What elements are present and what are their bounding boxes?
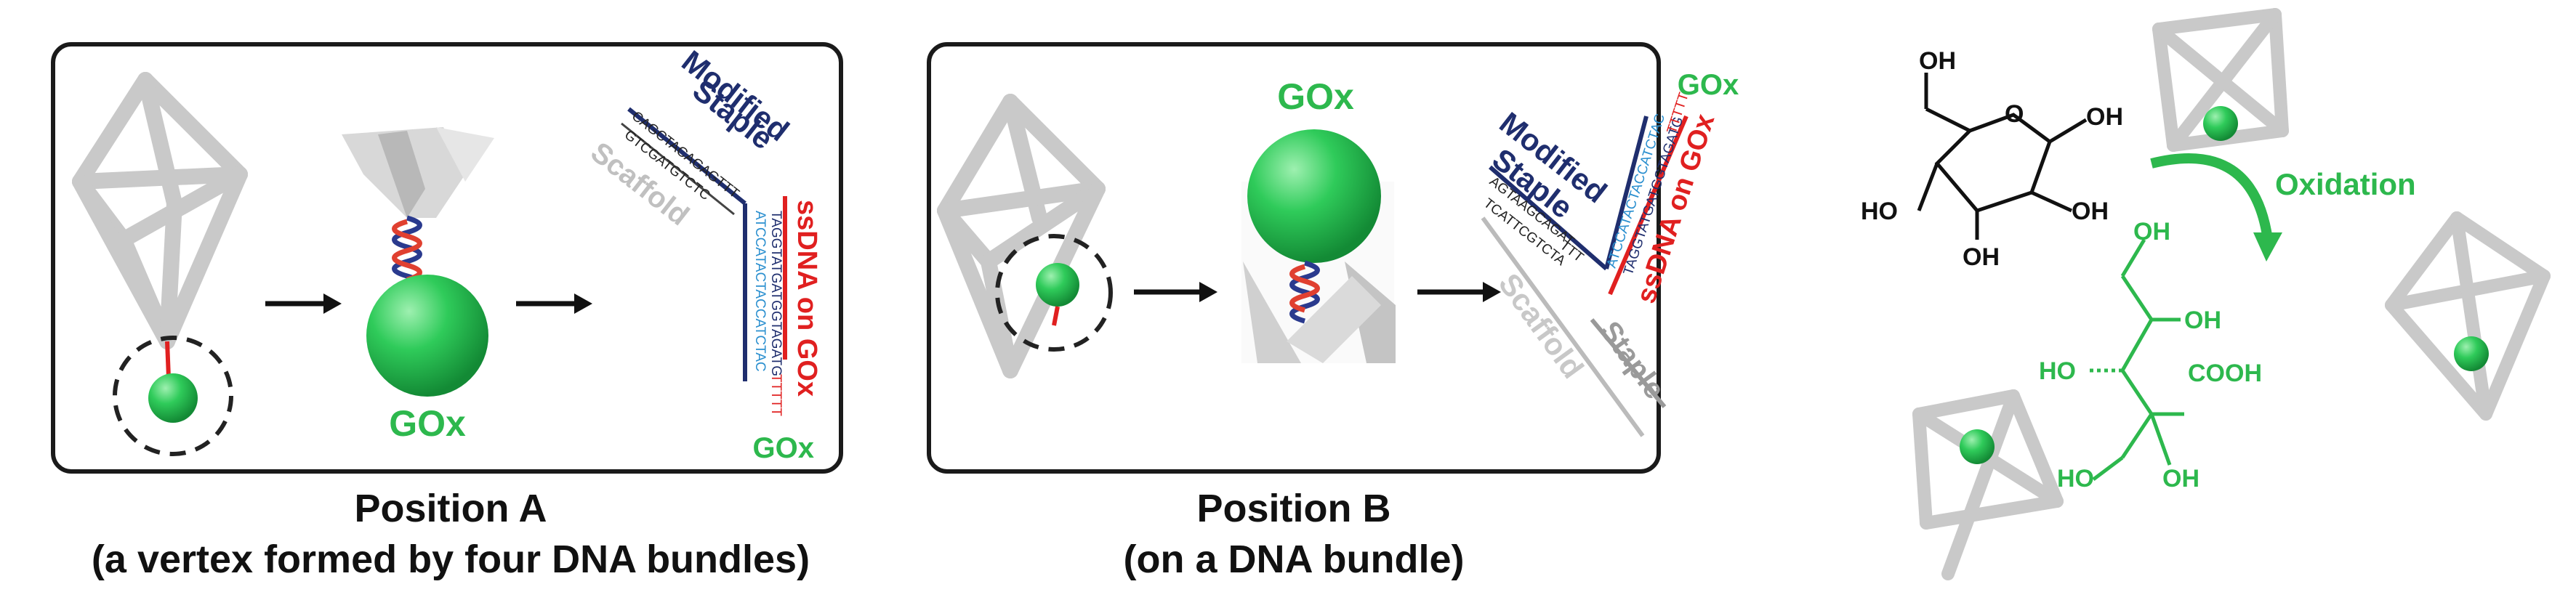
dna-helix-b [1289,260,1320,324]
gluconic-acid-structure [2086,238,2184,481]
svg-text:O: O [2005,100,2024,128]
scaffold-label-b: Scaffold [1492,267,1590,385]
caption-b-line1: Position B [1196,487,1391,530]
caption-a-line2: (a vertex formed by four DNA bundles) [91,538,810,581]
staple-strand-a [627,107,746,206]
sequence-diagram-a: Modified Staple Scaffold CAGCTACAGAGTTT … [584,44,822,464]
gox-label-a: GOx [389,403,466,444]
seq-gox-a: TAGGTATGATGGTAGATG [768,211,784,376]
staple-strand-gray-b [1590,318,1667,408]
gox-ball-small-a [148,373,198,423]
seq-gox-t-a: TTTTT [768,374,784,416]
glucose-structure [1917,73,2088,240]
svg-text:HO: HO [2039,357,2076,385]
gox-ball-large-a [366,275,488,397]
arrow-a1 [265,293,342,314]
arrow-b2 [1417,282,1501,302]
ssdna-label-a: ssDNA on GOx [792,200,822,397]
svg-text:OH: OH [1919,47,1956,75]
svg-text:HO: HO [2057,465,2094,493]
svg-text:OH: OH [2184,307,2221,334]
scaffold-strand-b [1481,216,1645,437]
arrow-a2 [516,293,592,314]
caption-position-b: Position B (on a DNA bundle) [945,483,1643,585]
svg-text:OH: OH [2162,465,2199,493]
zoom-vertex-a [342,127,494,218]
arrow-b1 [1134,282,1217,302]
gox-label-b: GOx [1277,76,1354,117]
linker-a [165,341,171,378]
dashed-circle-a [113,336,233,456]
svg-text:HO: HO [1861,198,1898,225]
seq-staple-blue-a: ATCCATACTACCATCTAC [752,211,768,372]
staple-strand-b [1489,165,1608,271]
svg-text:OH: OH [2133,218,2170,246]
gox-ball-large-b [1247,129,1381,263]
svg-text:OH: OH [2072,198,2109,225]
gox-seq-label-b: GOx [1678,69,1739,101]
octahedron-a [72,72,248,349]
gluconic-acid-labels: OH OH HO COOH HO OH [2039,218,2262,493]
octahedron-right [2385,211,2551,421]
glucose-labels: OH OH OH HO OH O [1861,47,2123,271]
caption-position-a: Position A (a vertex formed by four DNA … [15,483,887,585]
svg-text:COOH: COOH [2188,360,2262,387]
octahedron-b [937,94,1106,378]
scaffold-strand-a [621,122,735,216]
octahedron-top-right [2152,8,2289,152]
gox-ball-small-b [1036,263,1079,307]
dashed-circle-b [995,234,1113,352]
gox-seq-label-a: GOx [753,432,814,464]
octahedron-bottom-left [1912,389,2064,580]
gox-ball-top-right [2203,106,2238,141]
gox-ball-right [2454,336,2489,371]
gox-ball-bottom-left [1960,429,1995,464]
gox-strand-b [1608,115,1689,296]
svg-text:OH: OH [1963,243,2000,271]
svg-text:OH: OH [2086,103,2123,131]
staple-gray-label-b: Staple [1594,315,1671,405]
sequence-diagram-b: Modified Staple AGTAAGCAGAT TTT TCATTCGT… [1481,69,1739,437]
caption-a-line1: Position A [354,487,547,530]
caption-b-line2: (on a DNA bundle) [1123,538,1465,581]
oxidation-label: Oxidation [2275,167,2416,201]
oxidation-arrow [2150,153,2273,240]
